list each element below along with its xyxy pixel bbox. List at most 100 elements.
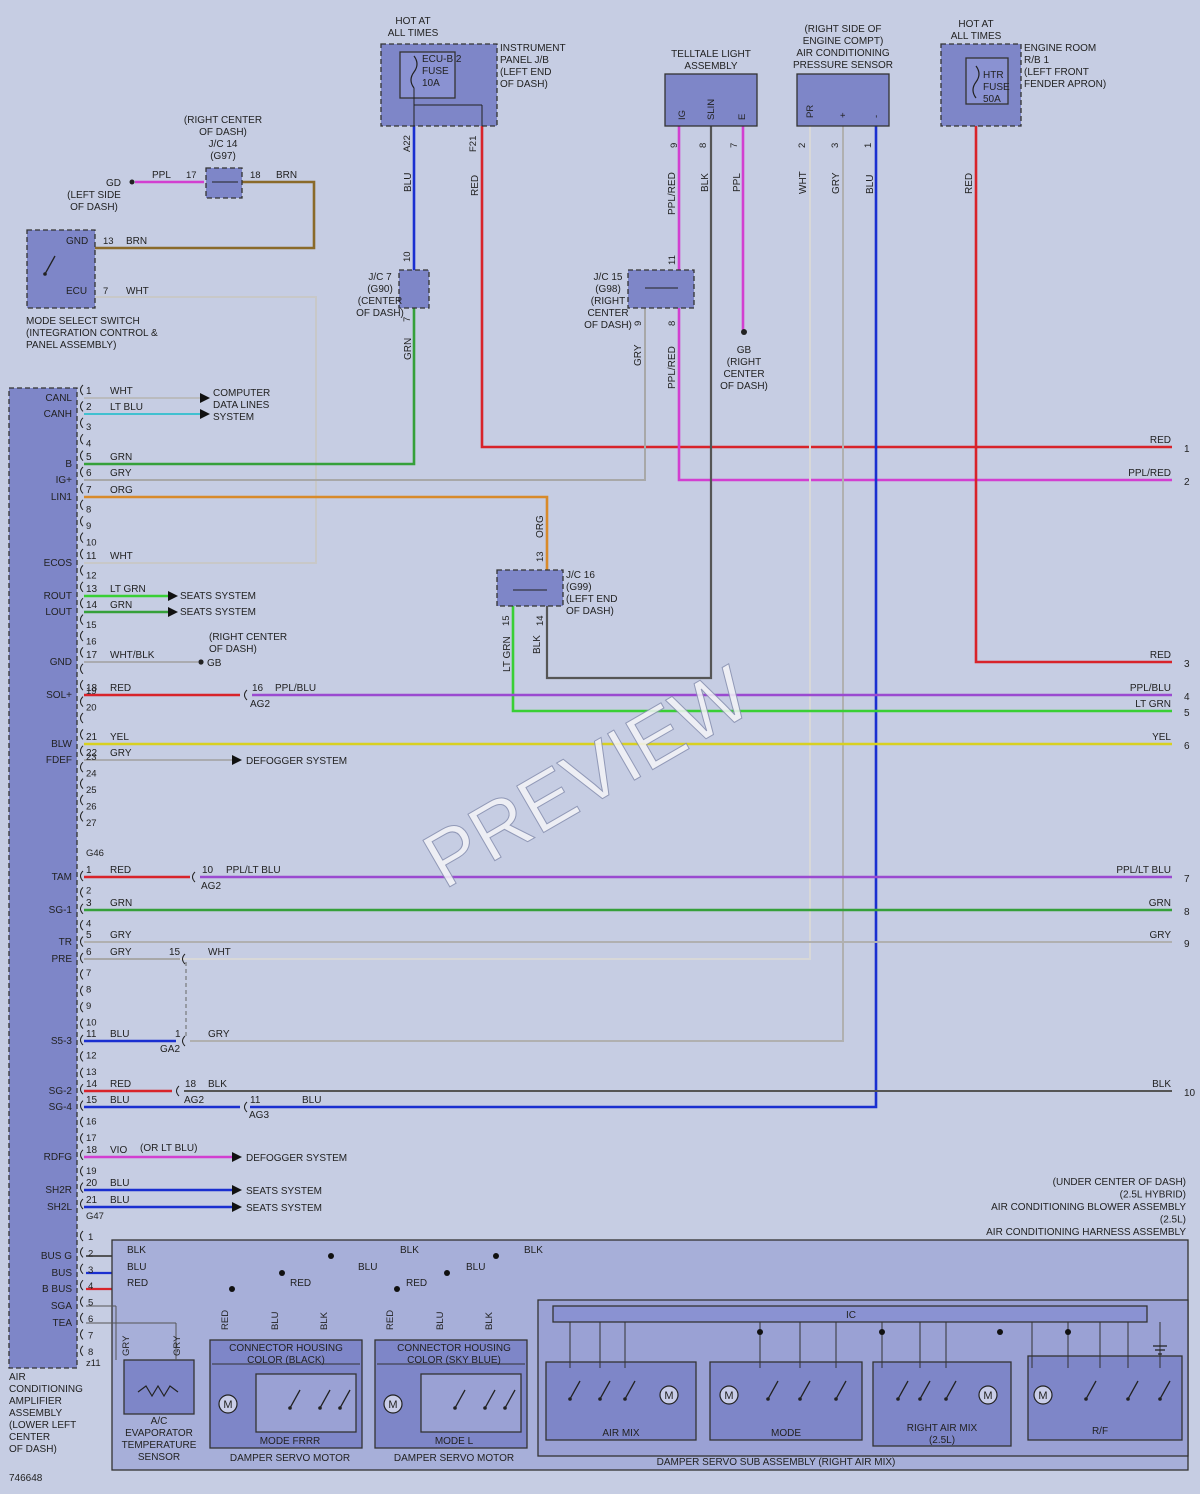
pressure-pin-0: PR bbox=[805, 105, 816, 118]
unit-right-air-mix: RIGHT AIR MIX bbox=[907, 1423, 978, 1434]
b11-color: BLU bbox=[110, 1029, 129, 1040]
amp-pin-sg-4: SG-4 bbox=[49, 1102, 73, 1113]
amp-pin-num: 2 bbox=[86, 886, 91, 897]
jc7-label-line: (G90) bbox=[367, 284, 393, 295]
amplifier-label-line: ASSEMBLY bbox=[9, 1408, 62, 1419]
ground-mark bbox=[129, 179, 135, 185]
output-o8-color: GRN bbox=[1149, 898, 1171, 909]
pressure-pin-1: + bbox=[838, 112, 849, 118]
ic-splice bbox=[757, 1329, 763, 1335]
connector-z11: z11 bbox=[86, 1358, 101, 1369]
g47-cavity bbox=[80, 1051, 84, 1062]
r17-gb: GB bbox=[207, 658, 222, 669]
b20-dest: SEATS SYSTEM bbox=[246, 1186, 322, 1197]
motor1-switch-box bbox=[255, 1373, 357, 1433]
switch-pivot bbox=[623, 1397, 627, 1401]
amp-pin-num: 1 bbox=[88, 1232, 93, 1243]
wire-gry-s53 bbox=[190, 126, 844, 1042]
hb-blk3: BLK bbox=[524, 1245, 543, 1256]
sensor-label-line: A/C bbox=[151, 1416, 168, 1427]
m2-wire-red: RED bbox=[385, 1310, 396, 1330]
motor-glyph: M bbox=[664, 1390, 673, 1402]
instrument-panel-jb-label-line: INSTRUMENT bbox=[500, 43, 566, 54]
mode-motor bbox=[719, 1385, 739, 1405]
output-o6-num: 6 bbox=[1184, 741, 1190, 752]
g46-cavity bbox=[80, 515, 84, 527]
r2-num: 2 bbox=[86, 402, 92, 413]
b15-color: BLU bbox=[110, 1095, 129, 1106]
r17-num: 17 bbox=[86, 650, 98, 661]
g46-cavity bbox=[80, 483, 84, 494]
arrow-fdef bbox=[232, 755, 242, 765]
jc7-label-line: (CENTER bbox=[358, 296, 402, 307]
ic-splice bbox=[1065, 1329, 1071, 1335]
gb-label-line: (RIGHT bbox=[727, 357, 761, 368]
gnd-mark bbox=[198, 659, 204, 665]
output-o4-color: PPL/BLU bbox=[1130, 683, 1171, 694]
z11-cavity bbox=[80, 1296, 84, 1307]
wl-blk-v: BLK bbox=[532, 635, 543, 654]
jc7-box bbox=[398, 269, 430, 309]
fuse-icon bbox=[972, 65, 980, 99]
arrow-canl bbox=[200, 393, 210, 403]
wl-pplred-t: PPL/RED bbox=[667, 172, 678, 215]
motor-glyph: M bbox=[388, 1399, 397, 1411]
amp-pin-sh2l: SH2L bbox=[47, 1202, 72, 1213]
arrow-rout bbox=[168, 591, 178, 601]
pressure-sensor-title-line: (RIGHT SIDE OF bbox=[804, 24, 881, 35]
r21-num: 21 bbox=[86, 732, 98, 743]
b5-color: GRY bbox=[110, 930, 132, 941]
g46-cavity bbox=[80, 450, 84, 461]
motor-glyph: M bbox=[1038, 1390, 1047, 1402]
mode-select-switch-box bbox=[26, 229, 96, 309]
wl-ltgrn-v: LT GRN bbox=[502, 636, 513, 672]
ecub2-fuse-box bbox=[399, 51, 456, 99]
motor-glyph: M bbox=[983, 1390, 992, 1402]
amp-pin-rdfg: RDFG bbox=[44, 1152, 73, 1163]
g46-cavity bbox=[80, 499, 84, 511]
r5-color: GRN bbox=[110, 452, 132, 463]
unit-switch bbox=[599, 1380, 611, 1400]
jc7-pin-top: 10 bbox=[402, 251, 413, 262]
amp-pin-rout: ROUT bbox=[44, 591, 72, 602]
hb-red2: RED bbox=[290, 1278, 311, 1289]
g46-cavity bbox=[80, 811, 84, 822]
amp-pin-num: 24 bbox=[86, 769, 97, 780]
g46-cavity bbox=[80, 597, 84, 609]
r18-color: RED bbox=[110, 683, 131, 694]
htr-fuse-label-line: FUSE bbox=[983, 82, 1010, 93]
wire-ltgrn-out5 bbox=[511, 606, 1172, 713]
wire-red-out1 bbox=[480, 126, 1172, 449]
b15-num: 15 bbox=[86, 1095, 98, 1106]
wire-wht-ecos bbox=[84, 296, 317, 564]
jc7-pin-bot: 7 bbox=[402, 317, 413, 322]
ecub2-fuse-label-line: FUSE bbox=[422, 66, 449, 77]
b11-ga: 1 bbox=[175, 1029, 181, 1040]
g47-cavity bbox=[80, 887, 84, 898]
wl-blk-t: BLK bbox=[700, 173, 711, 192]
amp-pin-tr: TR bbox=[59, 937, 72, 948]
sensor-label-line: EVAPORATOR bbox=[125, 1428, 193, 1439]
sensor-label-line: TEMPERATURE bbox=[122, 1440, 197, 1451]
m2-sw3 bbox=[504, 1389, 516, 1409]
output-o9-num: 9 bbox=[1184, 939, 1190, 950]
amplifier-label-line: AMPLIFIER bbox=[9, 1396, 62, 1407]
unit-switch bbox=[1127, 1380, 1139, 1400]
amp-pin-fdef: FDEF bbox=[46, 755, 72, 766]
jc14-label-line: J/C 14 bbox=[209, 139, 238, 150]
r13-dest: SEATS SYSTEM bbox=[180, 591, 256, 602]
htr-fuse-label-line: HTR bbox=[983, 70, 1004, 81]
preview-watermark: PREVIEW bbox=[409, 648, 765, 904]
wl-brn: BRN bbox=[276, 170, 297, 181]
amp-pin-num: 3 bbox=[88, 1265, 93, 1276]
output-o2-num: 2 bbox=[1184, 477, 1190, 488]
b6-num: 6 bbox=[86, 947, 92, 958]
g47-cavity bbox=[80, 903, 84, 915]
wire-blu-sg4 bbox=[250, 126, 878, 1109]
mode-switch-label-line: MODE SELECT SWITCH bbox=[26, 316, 140, 327]
engine-room-rb-label-line: (LEFT FRONT bbox=[1024, 67, 1089, 78]
output-o6-color: YEL bbox=[1152, 732, 1171, 743]
bus-splice bbox=[493, 1253, 499, 1259]
gd-location-line: OF DASH) bbox=[70, 202, 118, 213]
b14-num: 14 bbox=[86, 1079, 98, 1090]
